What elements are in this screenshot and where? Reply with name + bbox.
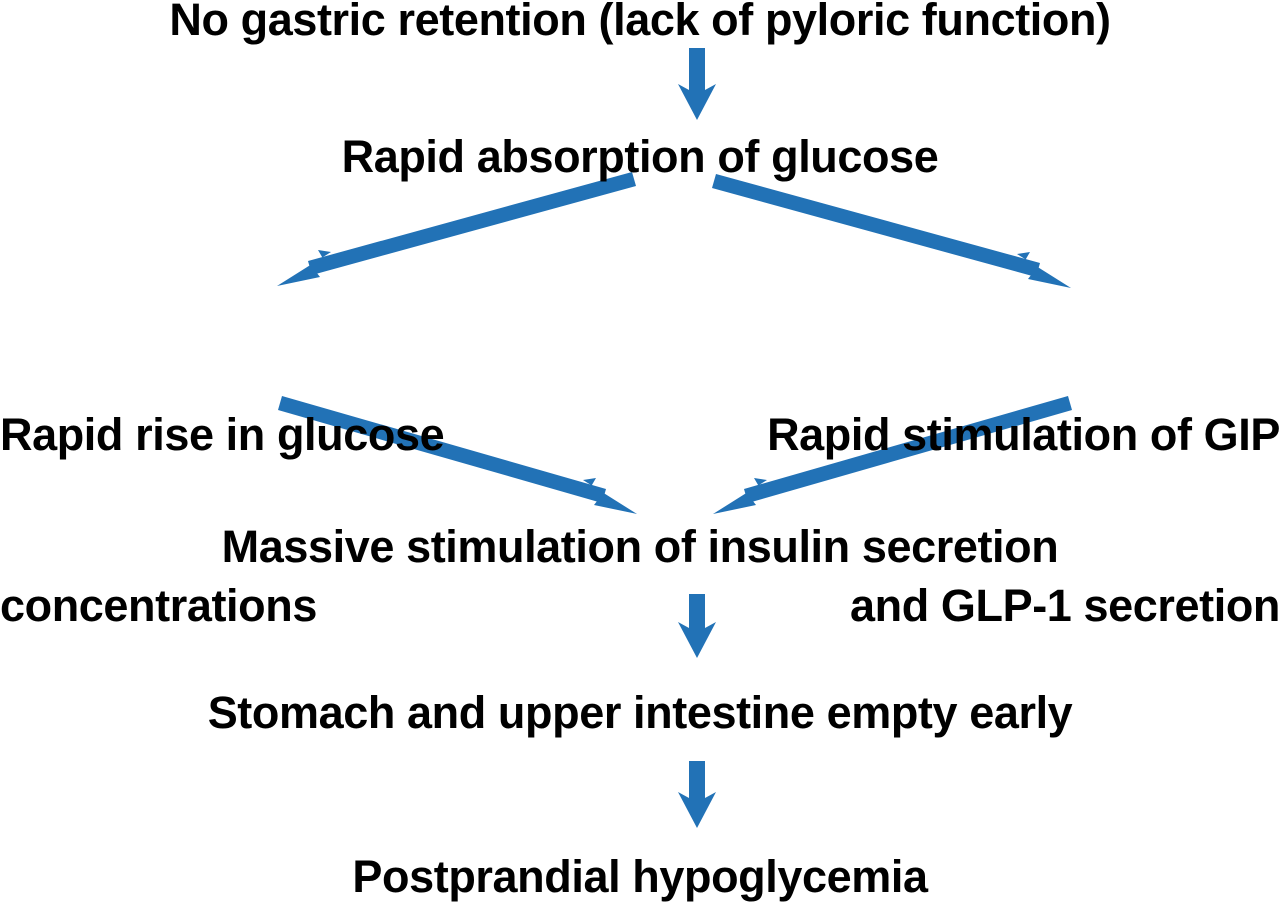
node-rapid-rise-glucose-line-1: Rapid rise in glucose — [0, 409, 445, 460]
node-rapid-stimulation-gip-line-2: and GLP-1 secretion — [849, 580, 1280, 631]
node-rapid-rise-glucose: Rapid rise in glucose concentrations — [0, 292, 520, 748]
arrow-rapid-rise-glucose-to-massive-stimulation — [278, 396, 637, 514]
node-postprandial-hypoglycemia: Postprandial hypoglycemia — [352, 851, 928, 902]
node-rapid-stimulation-gip-line-1: Rapid stimulation of GIP — [767, 409, 1280, 460]
arrow-stomach-empty-to-postprandial-hypoglycemia — [678, 761, 716, 828]
arrow-rapid-absorption-to-rapid-stimulation-gip — [712, 174, 1071, 288]
node-rapid-stimulation-gip: Rapid stimulation of GIP and GLP-1 secre… — [740, 292, 1280, 748]
arrow-no-gastric-retention-to-rapid-absorption — [678, 48, 716, 120]
arrow-rapid-absorption-to-rapid-rise-glucose — [277, 172, 636, 286]
node-massive-stimulation: Massive stimulation of insulin secretion — [221, 521, 1059, 572]
arrow-massive-stimulation-to-stomach-empty — [678, 594, 716, 658]
node-no-gastric-retention: No gastric retention (lack of pyloric fu… — [169, 0, 1111, 45]
arrow-rapid-stimulation-gip-to-massive-stimulation — [713, 396, 1072, 514]
node-rapid-rise-glucose-line-2: concentrations — [0, 580, 317, 631]
node-stomach-empty: Stomach and upper intestine empty early — [207, 687, 1073, 738]
node-rapid-absorption: Rapid absorption of glucose — [341, 131, 939, 182]
